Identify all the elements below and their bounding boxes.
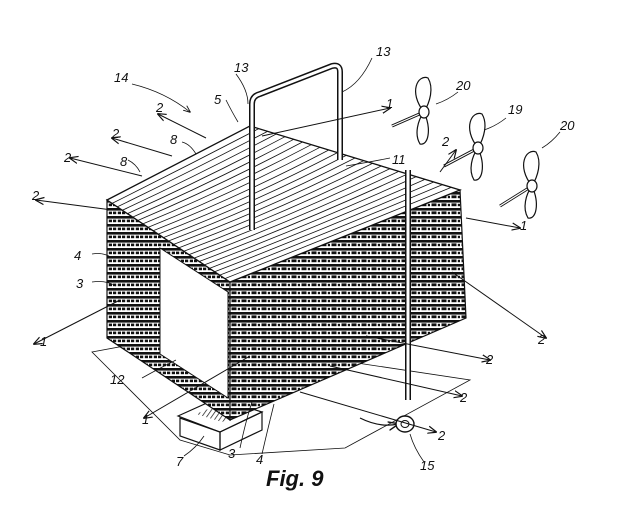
label-2-h: 2: [459, 390, 468, 405]
label-1-bottom: 1: [142, 412, 149, 427]
airflow-arrow: [70, 158, 143, 177]
label-2-i: 2: [437, 428, 446, 443]
top-ridge-line: [224, 186, 452, 279]
top-ridge-line: [137, 141, 303, 221]
top-ridge-line: [152, 149, 329, 232]
airflow-arrow: [261, 108, 390, 137]
airflow-arrow: [112, 138, 173, 157]
top-ridge-line: [183, 165, 382, 252]
label-19: 19: [508, 102, 522, 117]
label-20-top: 20: [455, 78, 471, 93]
top-ridge-line: [122, 133, 277, 211]
top-ridge-line: [132, 138, 294, 218]
pump-15: [395, 415, 415, 433]
label-4-bottom: 4: [256, 452, 263, 467]
reference-labels: 14 13 13 5 20 19 20 1 1 1 1 2 2 2 2 2 2 …: [31, 44, 575, 473]
leader-lines: [91, 57, 561, 463]
label-2-f: 2: [537, 332, 546, 347]
fan-shaft-inner: [391, 111, 425, 127]
label-2-a: 2: [155, 100, 164, 115]
label-4-left: 4: [74, 248, 81, 263]
label-13-left: 13: [234, 60, 249, 75]
airflow-arrow: [158, 114, 207, 139]
airflow-arrow: [34, 299, 121, 344]
top-ridge-line: [188, 168, 391, 256]
label-1-right: 1: [520, 218, 527, 233]
label-2-e: 2: [441, 134, 450, 149]
label-1-left: 1: [40, 334, 47, 349]
top-ridge-line: [147, 146, 321, 228]
pipe-13: [249, 62, 411, 426]
fan-shaft-inner: [499, 185, 533, 207]
label-8-a: 8: [170, 132, 178, 147]
label-11: 11: [392, 152, 406, 167]
airflow-arrow: [465, 217, 520, 228]
front-opening: [159, 247, 229, 399]
airflow-arrow: [144, 355, 251, 418]
fan-hub: [526, 179, 538, 193]
fan-shaft-inner: [443, 147, 479, 167]
top-ridge-line: [199, 173, 408, 262]
label-12: 12: [110, 372, 125, 387]
top-ridge-line: [209, 178, 426, 269]
fan-blade: [416, 111, 429, 145]
figure-caption: Fig. 9: [266, 466, 324, 491]
label-3-bottom: 3: [228, 446, 236, 461]
label-2-d: 2: [31, 188, 40, 203]
label-13-right: 13: [376, 44, 391, 59]
airflow-arrow: [439, 150, 456, 173]
label-14: 14: [114, 70, 128, 85]
top-ridge-line: [158, 152, 338, 235]
label-2-g: 2: [485, 352, 494, 367]
airflow-arrow: [365, 335, 490, 360]
airflow-arrow: [329, 365, 462, 396]
label-8-b: 8: [120, 154, 128, 169]
label-2-b: 2: [111, 126, 120, 141]
top-ridge-line: [219, 184, 443, 276]
fan-propeller: [391, 76, 432, 145]
fan-blade: [415, 76, 432, 113]
airflow-arrow: [36, 200, 113, 211]
fan-hub: [418, 105, 430, 119]
top-ridge-line: [173, 160, 364, 245]
fan-blade: [523, 150, 540, 187]
label-5: 5: [214, 92, 222, 107]
top-ridge-line: [204, 176, 417, 266]
fans: [391, 76, 540, 219]
label-15: 15: [420, 458, 435, 473]
top-ridge-line: [127, 136, 286, 215]
top-ridge-line: [193, 170, 399, 259]
fan-blade: [524, 185, 537, 219]
label-7: 7: [176, 454, 184, 469]
airflow-arrow: [299, 391, 436, 432]
fan-blade: [470, 147, 483, 181]
fan-hub: [472, 141, 484, 155]
top-ridge-line: [168, 157, 356, 242]
fan-propeller: [499, 150, 540, 219]
fan-propeller: [443, 112, 486, 181]
label-20-right: 20: [559, 118, 575, 133]
label-2-c: 2: [63, 150, 72, 165]
top-ridge-line: [178, 162, 373, 249]
label-1-top: 1: [386, 96, 393, 111]
airflow-arrows: [34, 108, 546, 432]
top-ridge-line: [142, 144, 312, 225]
top-ridge-line: [111, 128, 259, 204]
label-3-left: 3: [76, 276, 84, 291]
airflow-arrow: [451, 271, 546, 338]
fan-blade: [469, 112, 486, 149]
